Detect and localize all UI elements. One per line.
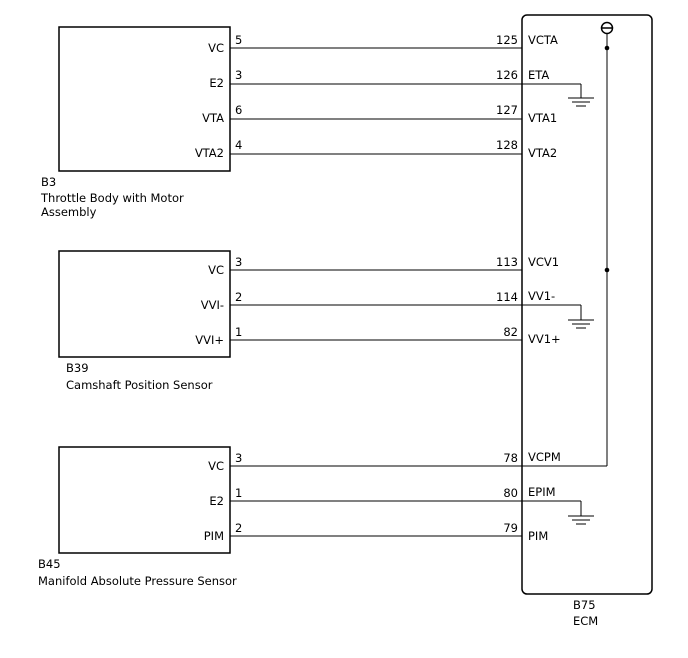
circuit-row: VC 3 113 VCV1 bbox=[208, 255, 559, 277]
junction-dot bbox=[604, 267, 610, 273]
ecm-pin-number: 126 bbox=[496, 68, 518, 82]
component-pin-label: VC bbox=[208, 263, 224, 277]
ecm-reference-bus bbox=[522, 21, 614, 467]
component-name-line: Throttle Body with Motor bbox=[40, 191, 184, 205]
component-name-line: Camshaft Position Sensor bbox=[66, 378, 213, 392]
component-pin-label: VTA bbox=[202, 111, 224, 125]
component-code: B39 bbox=[66, 361, 89, 375]
circuit-row: VVI- 2 114 VV1- bbox=[201, 289, 555, 312]
ecm-pin-label: VV1+ bbox=[528, 332, 561, 346]
component-pin-number: 4 bbox=[235, 138, 242, 152]
circuit-row: PIM 2 79 PIM bbox=[204, 521, 549, 543]
ecm-pin-number: 82 bbox=[503, 325, 518, 339]
component-name-line: Assembly bbox=[41, 205, 97, 219]
component-box bbox=[58, 250, 231, 358]
ecm-pin-number: 114 bbox=[496, 290, 518, 304]
ecm-name: ECM bbox=[573, 614, 598, 628]
component-name-line: Manifold Absolute Pressure Sensor bbox=[38, 574, 237, 588]
ecm-pin-number: 127 bbox=[496, 103, 518, 117]
ecm-pin-number: 78 bbox=[503, 451, 518, 465]
component-pin-label: VVI- bbox=[201, 298, 224, 312]
component-box bbox=[58, 26, 231, 172]
ecm-pin-label: VCTA bbox=[528, 33, 558, 47]
ecm-code: B75 bbox=[573, 598, 596, 612]
ground-b45 bbox=[522, 500, 594, 525]
ecm-pin-label: VCPM bbox=[528, 450, 561, 464]
ecm-pin-label: ETA bbox=[528, 68, 549, 82]
circuit-row: VC 5 125 VCTA bbox=[208, 33, 558, 55]
component-pin-label: VVI+ bbox=[195, 333, 224, 347]
component-pin-number: 3 bbox=[235, 68, 242, 82]
ecm-pin-number: 128 bbox=[496, 138, 518, 152]
component-pin-number: 3 bbox=[235, 451, 242, 465]
ecm-pin-label: VTA1 bbox=[528, 111, 557, 125]
component-pin-number: 2 bbox=[235, 290, 242, 304]
component-box bbox=[58, 446, 231, 554]
component-pin-label: E2 bbox=[209, 76, 224, 90]
circuit-row: E2 1 80 EPIM bbox=[209, 485, 555, 508]
component-pin-number: 2 bbox=[235, 521, 242, 535]
circuit-row: VTA 6 127 VTA1 bbox=[202, 103, 557, 125]
component-pin-number: 5 bbox=[235, 33, 242, 47]
component-pin-label: VC bbox=[208, 41, 224, 55]
component-pin-number: 3 bbox=[235, 255, 242, 269]
component-pin-number: 6 bbox=[235, 103, 242, 117]
ecm-pin-label: PIM bbox=[528, 529, 548, 543]
component-pin-label: PIM bbox=[204, 529, 224, 543]
ecm-pin-label: EPIM bbox=[528, 485, 556, 499]
circuit-row: VVI+ 1 82 VV1+ bbox=[195, 325, 560, 347]
component-code: B3 bbox=[41, 175, 56, 189]
component-pin-label: VTA2 bbox=[195, 146, 224, 160]
ground-b3 bbox=[522, 83, 594, 107]
component-b3: B3 Throttle Body with Motor Assembly VC … bbox=[40, 26, 558, 219]
component-pin-number: 1 bbox=[235, 325, 242, 339]
ecm-pin-number: 113 bbox=[496, 255, 518, 269]
component-pin-label: E2 bbox=[209, 494, 224, 508]
component-pin-label: VC bbox=[208, 459, 224, 473]
circuit-row: VC 3 78 VCPM bbox=[208, 450, 561, 473]
component-pin-number: 1 bbox=[235, 486, 242, 500]
junction-dot bbox=[604, 45, 610, 51]
ecm-pin-number: 125 bbox=[496, 33, 518, 47]
ecm-pin-number: 79 bbox=[503, 521, 518, 535]
ecm-pin-label: VV1- bbox=[528, 289, 555, 303]
circuit-row: VTA2 4 128 VTA2 bbox=[195, 138, 557, 160]
component-code: B45 bbox=[38, 557, 61, 571]
component-b39: B39 Camshaft Position Sensor VC 3 113 VC… bbox=[58, 250, 561, 392]
ecm-pin-label: VCV1 bbox=[528, 255, 559, 269]
ecm-pin-number: 80 bbox=[503, 486, 518, 500]
ecm-unit: B75 ECM bbox=[521, 14, 653, 628]
circuit-row: E2 3 126 ETA bbox=[209, 68, 549, 90]
ecm-pin-label: VTA2 bbox=[528, 146, 557, 160]
component-b45: B45 Manifold Absolute Pressure Sensor VC… bbox=[38, 446, 561, 588]
ground-b39 bbox=[522, 304, 594, 329]
